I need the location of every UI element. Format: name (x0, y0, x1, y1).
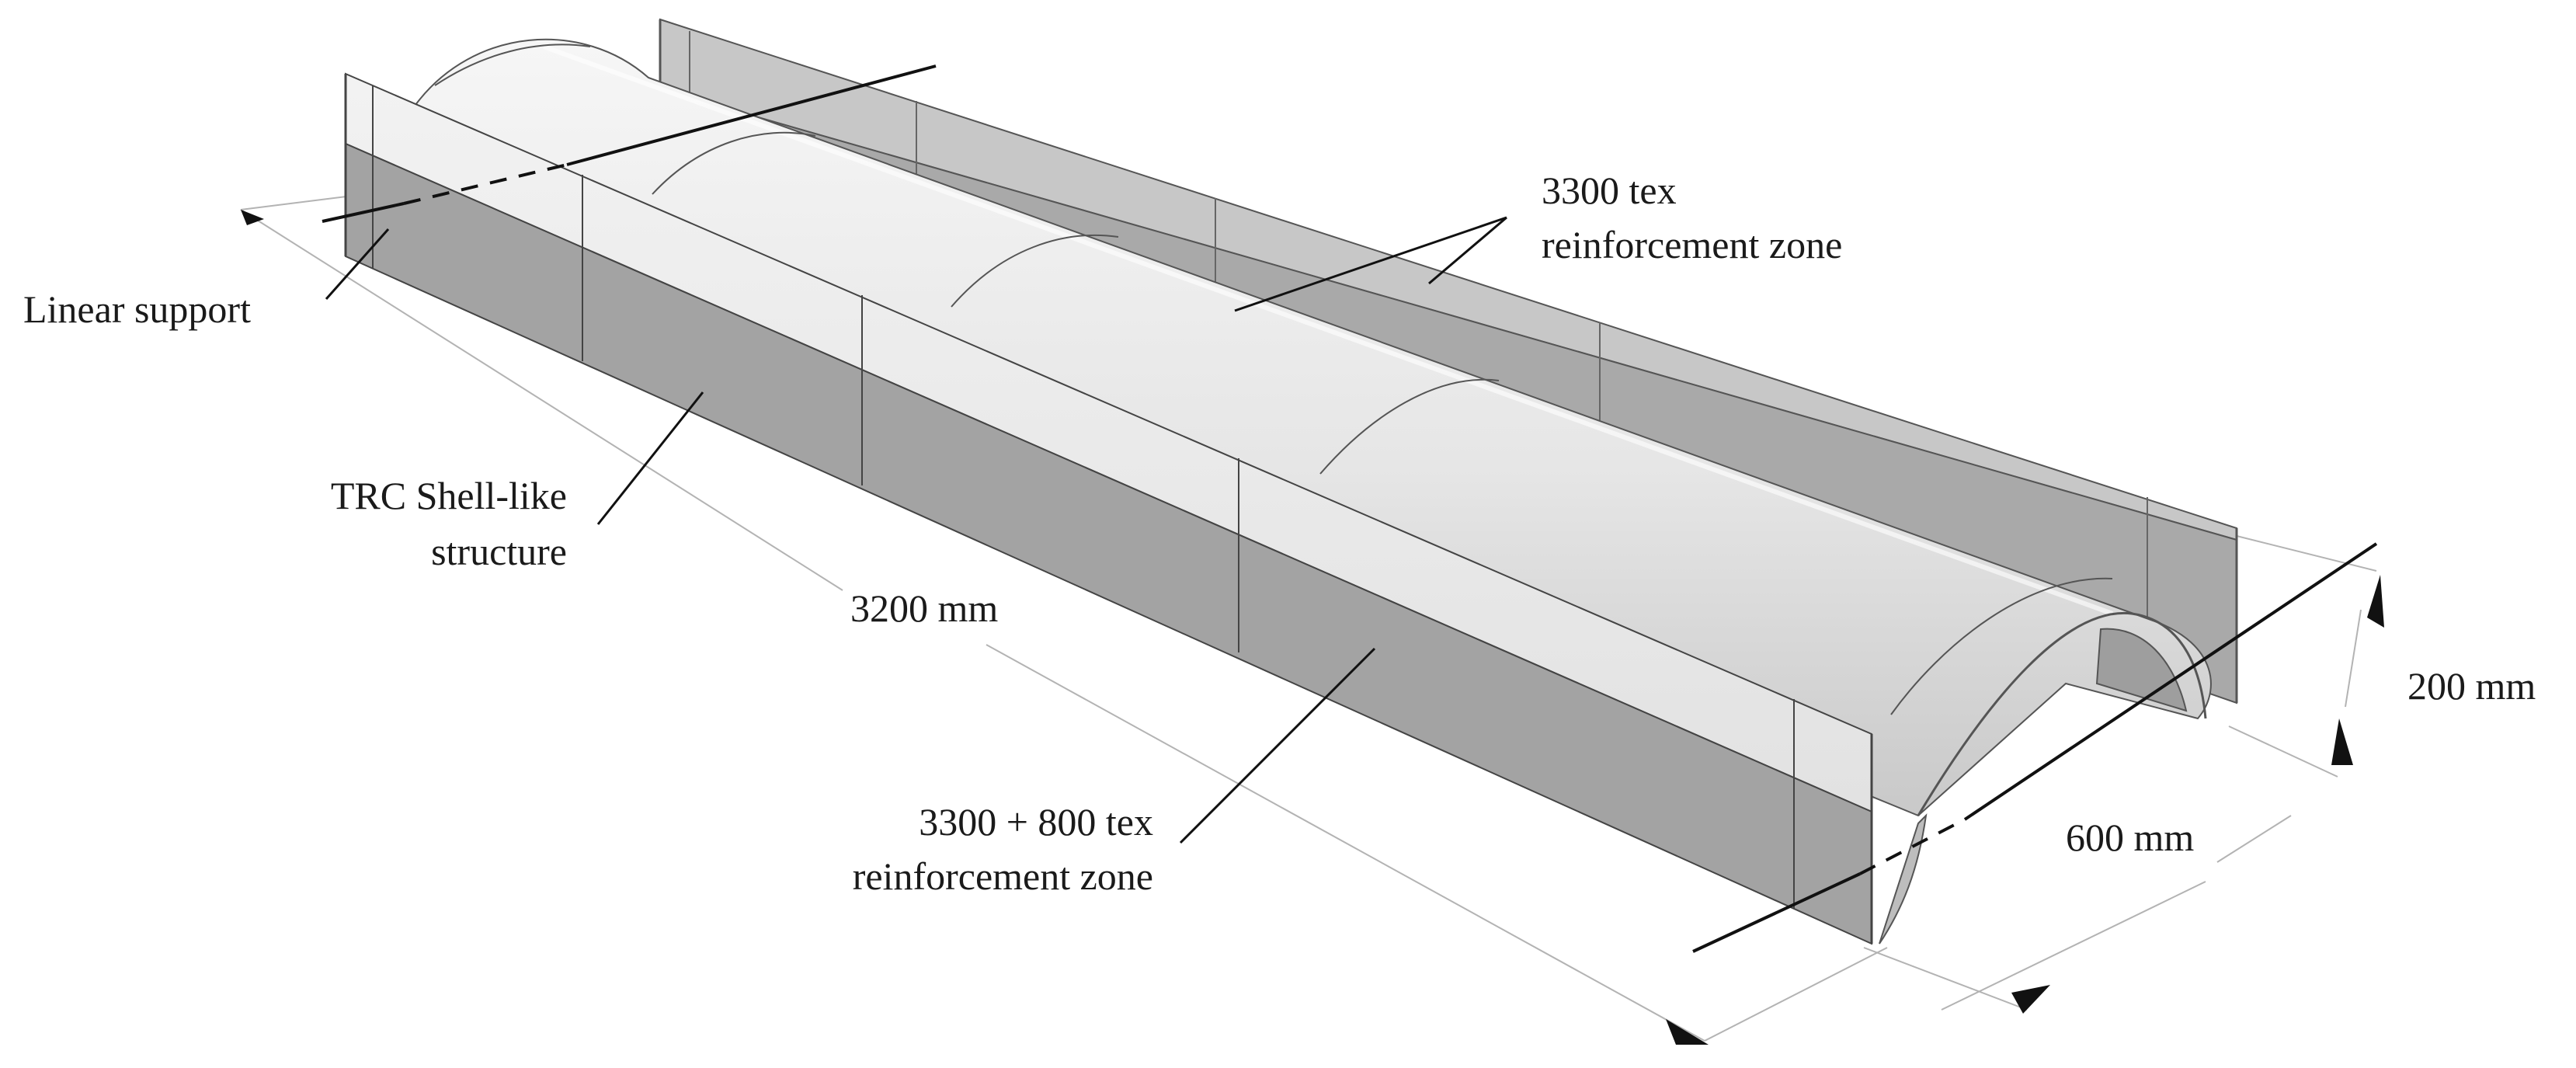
label-trc-line2: structure (431, 530, 567, 573)
dimension-height: 200 mm (2407, 664, 2536, 708)
leader-lines (325, 216, 1507, 844)
label-trc-line1: TRC Shell-like (331, 474, 567, 517)
label-3300-tex-line1: 3300 tex (1542, 169, 1677, 212)
dimension-extension-lines (240, 193, 2377, 1042)
dimension-arrows (241, 210, 2384, 1045)
front-wall (344, 72, 1873, 945)
label-linear-support: Linear support (23, 287, 251, 331)
linear-support-far (1692, 542, 2378, 953)
label-3300-800-tex-line1: 3300 + 800 tex (919, 800, 1153, 844)
annotation-labels: Linear support TRC Shell-like structure … (23, 169, 2536, 898)
dimension-length: 3200 mm (850, 586, 998, 630)
shell-body (387, 38, 2212, 945)
linear-support-near (322, 64, 937, 223)
label-3300-800-tex-line2: reinforcement zone (853, 854, 1153, 898)
dimension-width: 600 mm (2066, 816, 2194, 859)
label-3300-tex-line2: reinforcement zone (1542, 223, 1842, 266)
